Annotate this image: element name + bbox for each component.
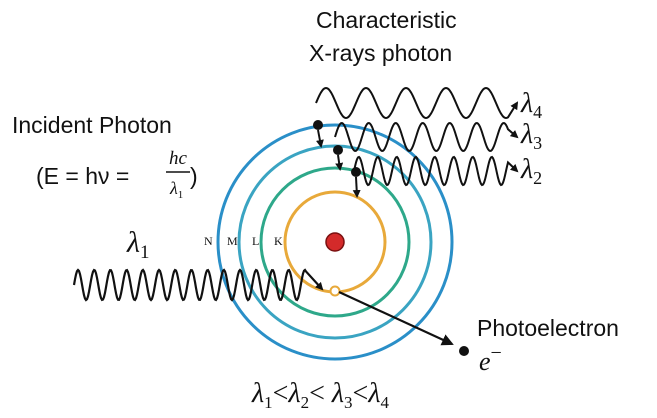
shell-label-m: M [227, 234, 238, 248]
electron-l [351, 167, 361, 177]
photoelectron-arrow [338, 291, 454, 346]
transition-arrow-n [315, 129, 324, 148]
energy-suffix: ) [190, 163, 198, 189]
lambda4-label: λ4 [520, 88, 542, 122]
electron-n [313, 120, 323, 130]
incident-lambda-label: λ1 [126, 226, 150, 263]
electron-symbol: e− [479, 342, 502, 376]
characteristic-title-line1: Characteristic [316, 7, 457, 33]
energy-prefix: (E = hν = [36, 163, 129, 189]
electron-m [333, 145, 343, 155]
k-shell-vacancy [329, 285, 341, 297]
wavelength-inequality: λ1<λ2< λ3<λ4 [251, 378, 389, 412]
xray-wave-lambda4 [315, 86, 519, 120]
lambda3-label: λ3 [520, 119, 542, 153]
shell-label-k: K [274, 234, 283, 248]
shell-l-orbit [259, 166, 411, 318]
shell-label-l: L [252, 234, 259, 248]
photoelectron-dot [459, 346, 469, 356]
shell-label-n: N [204, 234, 213, 248]
nucleus [325, 232, 345, 252]
characteristic-title-line2: X-rays photon [309, 40, 452, 66]
incident-photon-wave [72, 268, 324, 302]
energy-denominator: λ1 [169, 178, 183, 201]
transition-arrow-m [335, 154, 344, 171]
energy-equation: (E = hν = hc λ1 ) [36, 148, 198, 201]
transition-arrow-l [352, 176, 361, 198]
lambda2-label: λ2 [520, 154, 542, 188]
xray-wave-lambda2 [353, 155, 519, 187]
shell-n-orbit [216, 123, 454, 361]
photoelectron-label: Photoelectron [477, 315, 619, 341]
energy-numerator: hc [169, 148, 188, 169]
incident-photon-title: Incident Photon [12, 112, 172, 138]
xray-wave-lambda3 [334, 121, 519, 153]
